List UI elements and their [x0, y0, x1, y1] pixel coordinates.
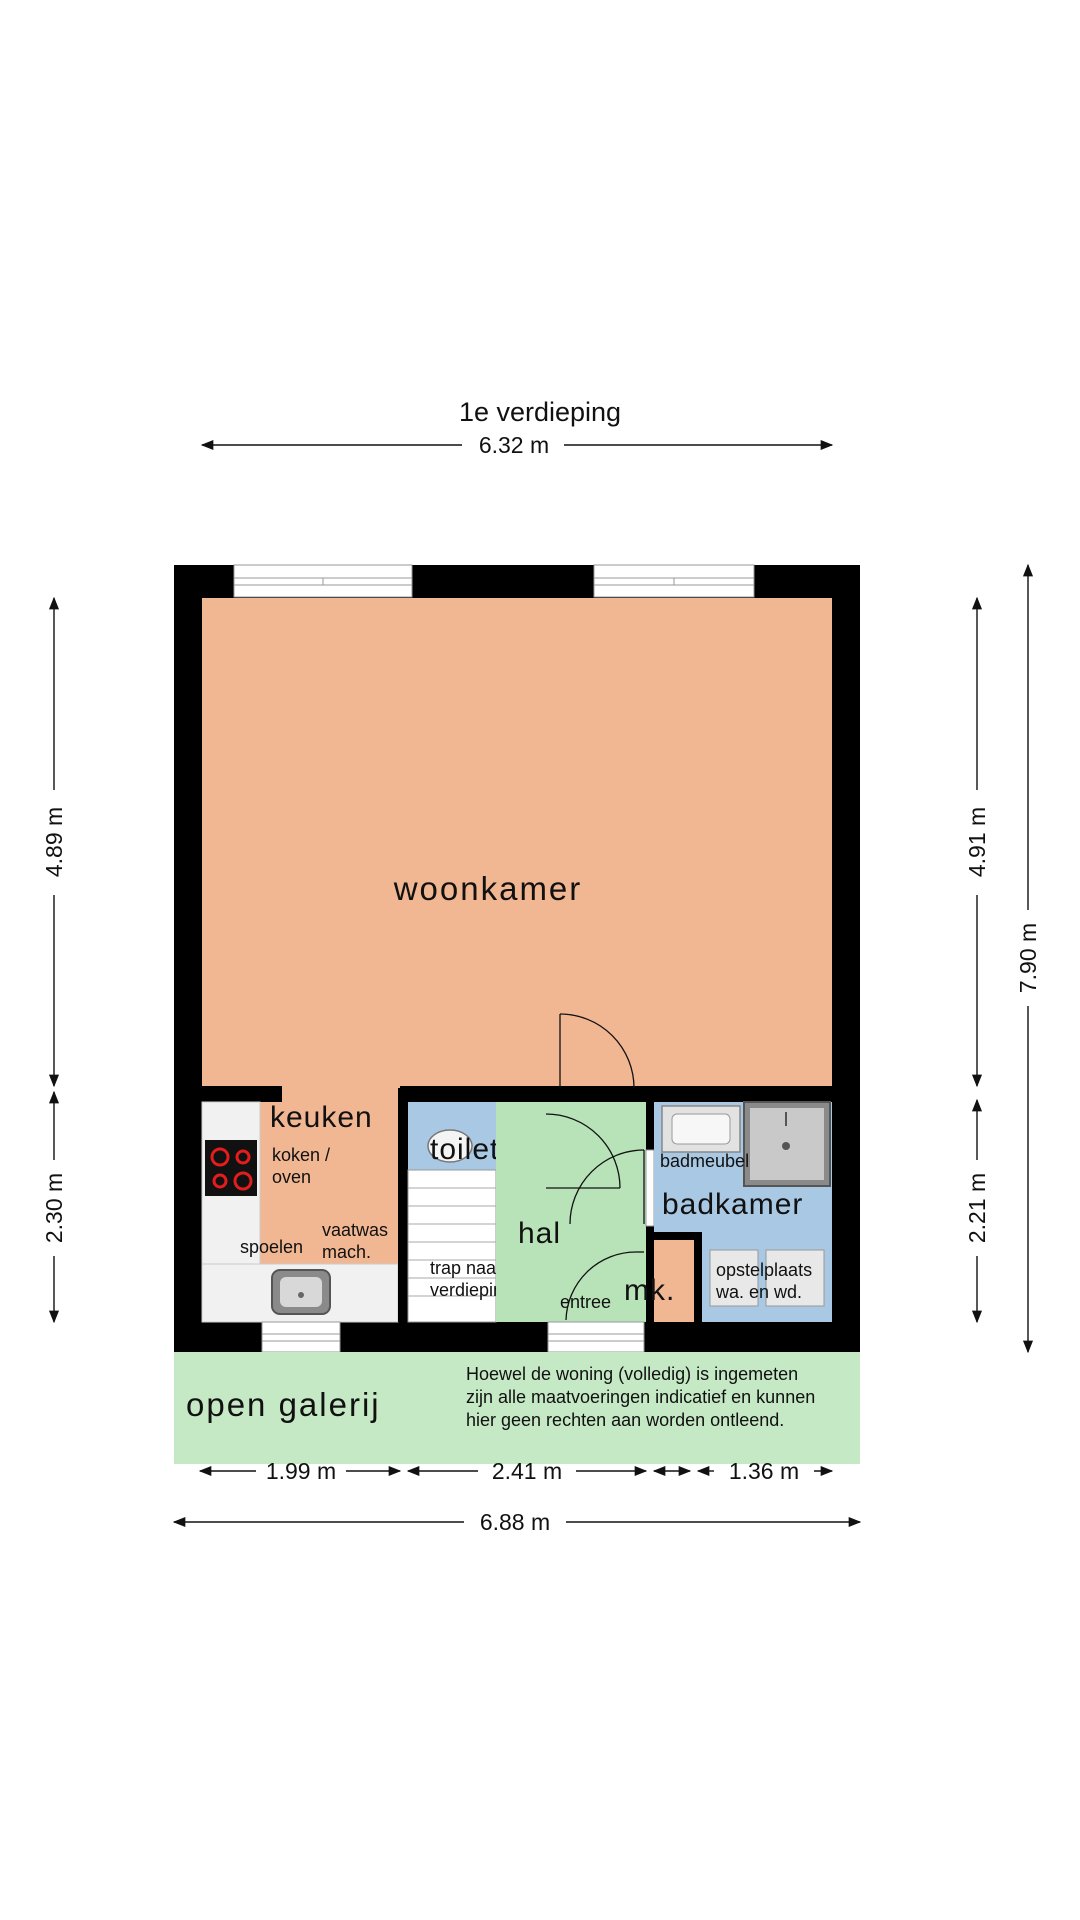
area-open-galerij: [174, 1352, 860, 1464]
disclaimer-line3: hier geen rechten aan worden ontleend.: [466, 1410, 784, 1430]
dimension-bottom-total: 6.88 m: [172, 1509, 862, 1535]
label-opstel-line1: opstelplaats: [716, 1260, 812, 1280]
dimension-label-right-total: 7.90 m: [1015, 923, 1041, 993]
window-bottom-kitchen: [261, 1321, 341, 1353]
label-badmeubel: badmeubel: [660, 1151, 749, 1171]
staircase: [407, 1169, 497, 1323]
door-gap-bath: [645, 1149, 655, 1227]
door-swing-entree: [565, 1251, 644, 1321]
cooktop-icon: [205, 1140, 257, 1196]
window-top-right: [593, 564, 755, 598]
label-trap-line2: verdieping: [430, 1280, 513, 1300]
kitchen-opening: [282, 1086, 400, 1102]
dimension-right-upper: 4.91 m: [964, 596, 990, 1088]
room-label-keuken: keuken: [270, 1101, 373, 1134]
bath-sink-icon: [661, 1105, 741, 1153]
dimension-label-right-lower: 2.21 m: [964, 1173, 990, 1243]
label-koken-line2: oven: [272, 1167, 311, 1187]
dimension-left-lower: 2.30 m: [41, 1090, 67, 1324]
disclaimer-line1: Hoewel de woning (volledig) is ingemeten: [466, 1364, 798, 1384]
room-woonkamer: [202, 598, 832, 1086]
dimension-label-left-upper: 4.89 m: [41, 807, 67, 877]
label-opstel-line2: wa. en wd.: [715, 1282, 802, 1302]
dimension-label-bottom-3: 1.36 m: [729, 1458, 799, 1484]
window-top-left: [233, 564, 413, 598]
dimension-label-left-lower: 2.30 m: [41, 1173, 67, 1243]
label-vaatwas-line1: vaatwas: [322, 1220, 388, 1240]
shower-icon: [743, 1101, 831, 1187]
dimension-label-bottom-total: 6.88 m: [480, 1509, 550, 1535]
dimension-right-lower: 2.21 m: [964, 1098, 990, 1324]
stair-treads: [408, 1187, 496, 1297]
dimension-label-top-width: 6.32 m: [479, 432, 549, 458]
interior-wall-mk-right: [694, 1232, 702, 1322]
door-swing-toilet: [545, 1113, 621, 1189]
door-swing-badkamer: [569, 1149, 645, 1225]
label-koken-line1: koken /: [272, 1145, 330, 1165]
dimension-label-bottom-1: 1.99 m: [266, 1458, 336, 1484]
dimension-left-upper: 4.89 m: [41, 596, 67, 1088]
room-hal-upper: [546, 1102, 646, 1202]
label-open-galerij: open galerij: [186, 1386, 381, 1423]
dimension-top-width: 6.32 m: [200, 432, 834, 458]
room-label-badkamer: badkamer: [662, 1188, 803, 1221]
label-entree: entree: [560, 1292, 611, 1312]
dimension-bottom-segments: 1.99 m 2.41 m 1.36 m: [198, 1458, 834, 1484]
dimension-right-total: 7.90 m: [1015, 563, 1041, 1354]
interior-wall-kitchen: [398, 1088, 408, 1322]
room-label-woonkamer: woonkamer: [393, 870, 583, 907]
interior-wall-mk: [654, 1232, 702, 1240]
door-swing-living: [559, 1013, 635, 1089]
label-trap-line1: trap naar: [430, 1258, 502, 1278]
dimension-label-bottom-2: 2.41 m: [492, 1458, 562, 1484]
room-label-hal: hal: [518, 1217, 561, 1250]
disclaimer-line2: zijn alle maatvoeringen indicatief en ku…: [466, 1387, 815, 1407]
label-spoelen: spoelen: [240, 1237, 303, 1257]
appliance-spots: [709, 1249, 825, 1307]
dimension-label-right-upper: 4.91 m: [964, 807, 990, 877]
floor-title: 1e verdieping: [459, 397, 621, 427]
room-label-toilet: toilet: [430, 1133, 499, 1166]
front-door: [547, 1321, 645, 1353]
kitchen-sink-icon: [271, 1269, 331, 1315]
room-mk: [654, 1240, 694, 1322]
room-label-mk: mk.: [624, 1274, 675, 1307]
label-vaatwas-line2: mach.: [322, 1242, 371, 1262]
